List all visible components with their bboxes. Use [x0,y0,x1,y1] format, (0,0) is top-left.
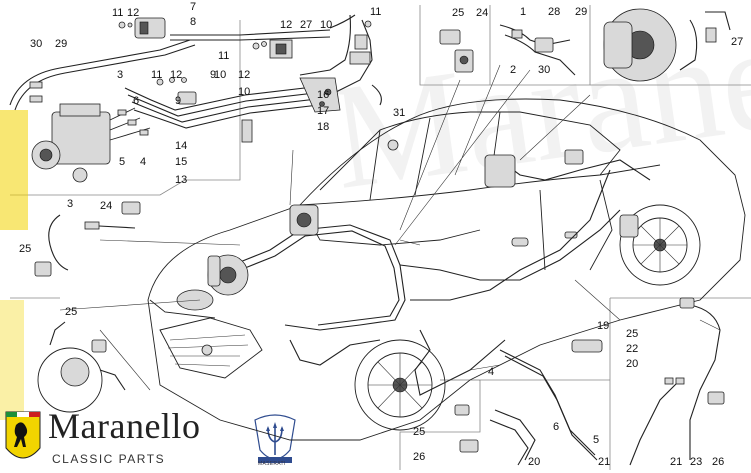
callout-19: 19 [597,320,609,332]
callout-11: 11 [112,7,123,19]
top-left-pipes [9,29,331,111]
left-inset-parts [34,201,141,277]
callout-1: 1 [520,6,526,18]
callout-9: 9 [175,95,181,107]
callout-30: 30 [538,64,550,76]
callout-25: 25 [19,243,31,255]
callout-6: 6 [133,95,139,107]
abs-module [31,103,151,183]
callout-21: 21 [598,456,610,468]
bracket-cluster-top [252,14,382,106]
callout-20: 20 [626,358,638,370]
bottom-center-inset [454,339,603,466]
brand-name: Maranello [48,406,201,446]
callout-26: 26 [413,451,425,463]
callout-10: 10 [238,86,250,98]
bottom-right-inset [629,297,725,466]
callout-25: 25 [65,306,77,318]
bracket-16-17-18 [299,77,341,113]
callout-23: 23 [690,456,702,468]
callout-12: 12 [127,7,139,19]
callout-2: 2 [510,64,516,76]
callout-27: 27 [300,19,312,31]
callout-10: 10 [214,69,226,81]
callout-11: 11 [370,6,381,18]
connector-7-8 [118,17,166,39]
callout-3: 3 [117,69,123,81]
callout-14: 14 [175,140,187,152]
callout-22: 22 [626,343,638,355]
rear-caliper-inset [603,8,731,82]
callout-5: 5 [119,156,125,168]
callout-4: 4 [488,366,494,378]
callout-15: 15 [175,156,187,168]
callout-27: 27 [731,36,743,48]
callout-3: 3 [67,198,73,210]
callout-12: 12 [238,69,250,81]
callout-24: 24 [476,7,488,19]
callout-24: 24 [100,200,112,212]
brake-line-routing [207,139,651,396]
callout-12: 12 [280,19,292,31]
callout-6: 6 [553,421,559,433]
callout-28: 28 [548,6,560,18]
callout-4: 4 [140,156,146,168]
callout-29: 29 [55,38,67,50]
callout-29: 29 [575,6,587,18]
callout-18: 18 [317,121,329,133]
mid-pipes [124,77,337,143]
callout-5: 5 [593,434,599,446]
ferrari-shield-icon [0,110,41,459]
callout-13: 13 [175,174,187,186]
callout-11: 11 [151,69,162,81]
callout-20: 20 [528,456,540,468]
callout-26: 26 [712,456,724,468]
callout-7: 7 [190,1,196,13]
callout-9: 9 [210,69,216,81]
maserati-label: MASERATI [258,461,286,467]
callout-12: 12 [170,69,182,81]
callout-25: 25 [452,7,464,19]
brand-tagline: CLASSIC PARTS [52,452,166,466]
callout-17: 17 [317,105,329,117]
callout-21: 21 [670,456,682,468]
callout-10: 10 [320,19,332,31]
callout-31: 31 [393,107,405,119]
maserati-trident-icon [254,414,296,463]
callout-11: 11 [218,50,229,62]
callout-30: 30 [30,38,42,50]
callout-8: 8 [190,16,196,28]
callout-16: 16 [317,89,329,101]
inset-top-middle [439,24,576,76]
bottom-left-inset [37,321,126,413]
car-body [147,98,746,441]
panel-separators [10,5,751,470]
leader-lines [59,64,721,391]
callout-25: 25 [413,426,425,438]
callout-25: 25 [626,328,638,340]
